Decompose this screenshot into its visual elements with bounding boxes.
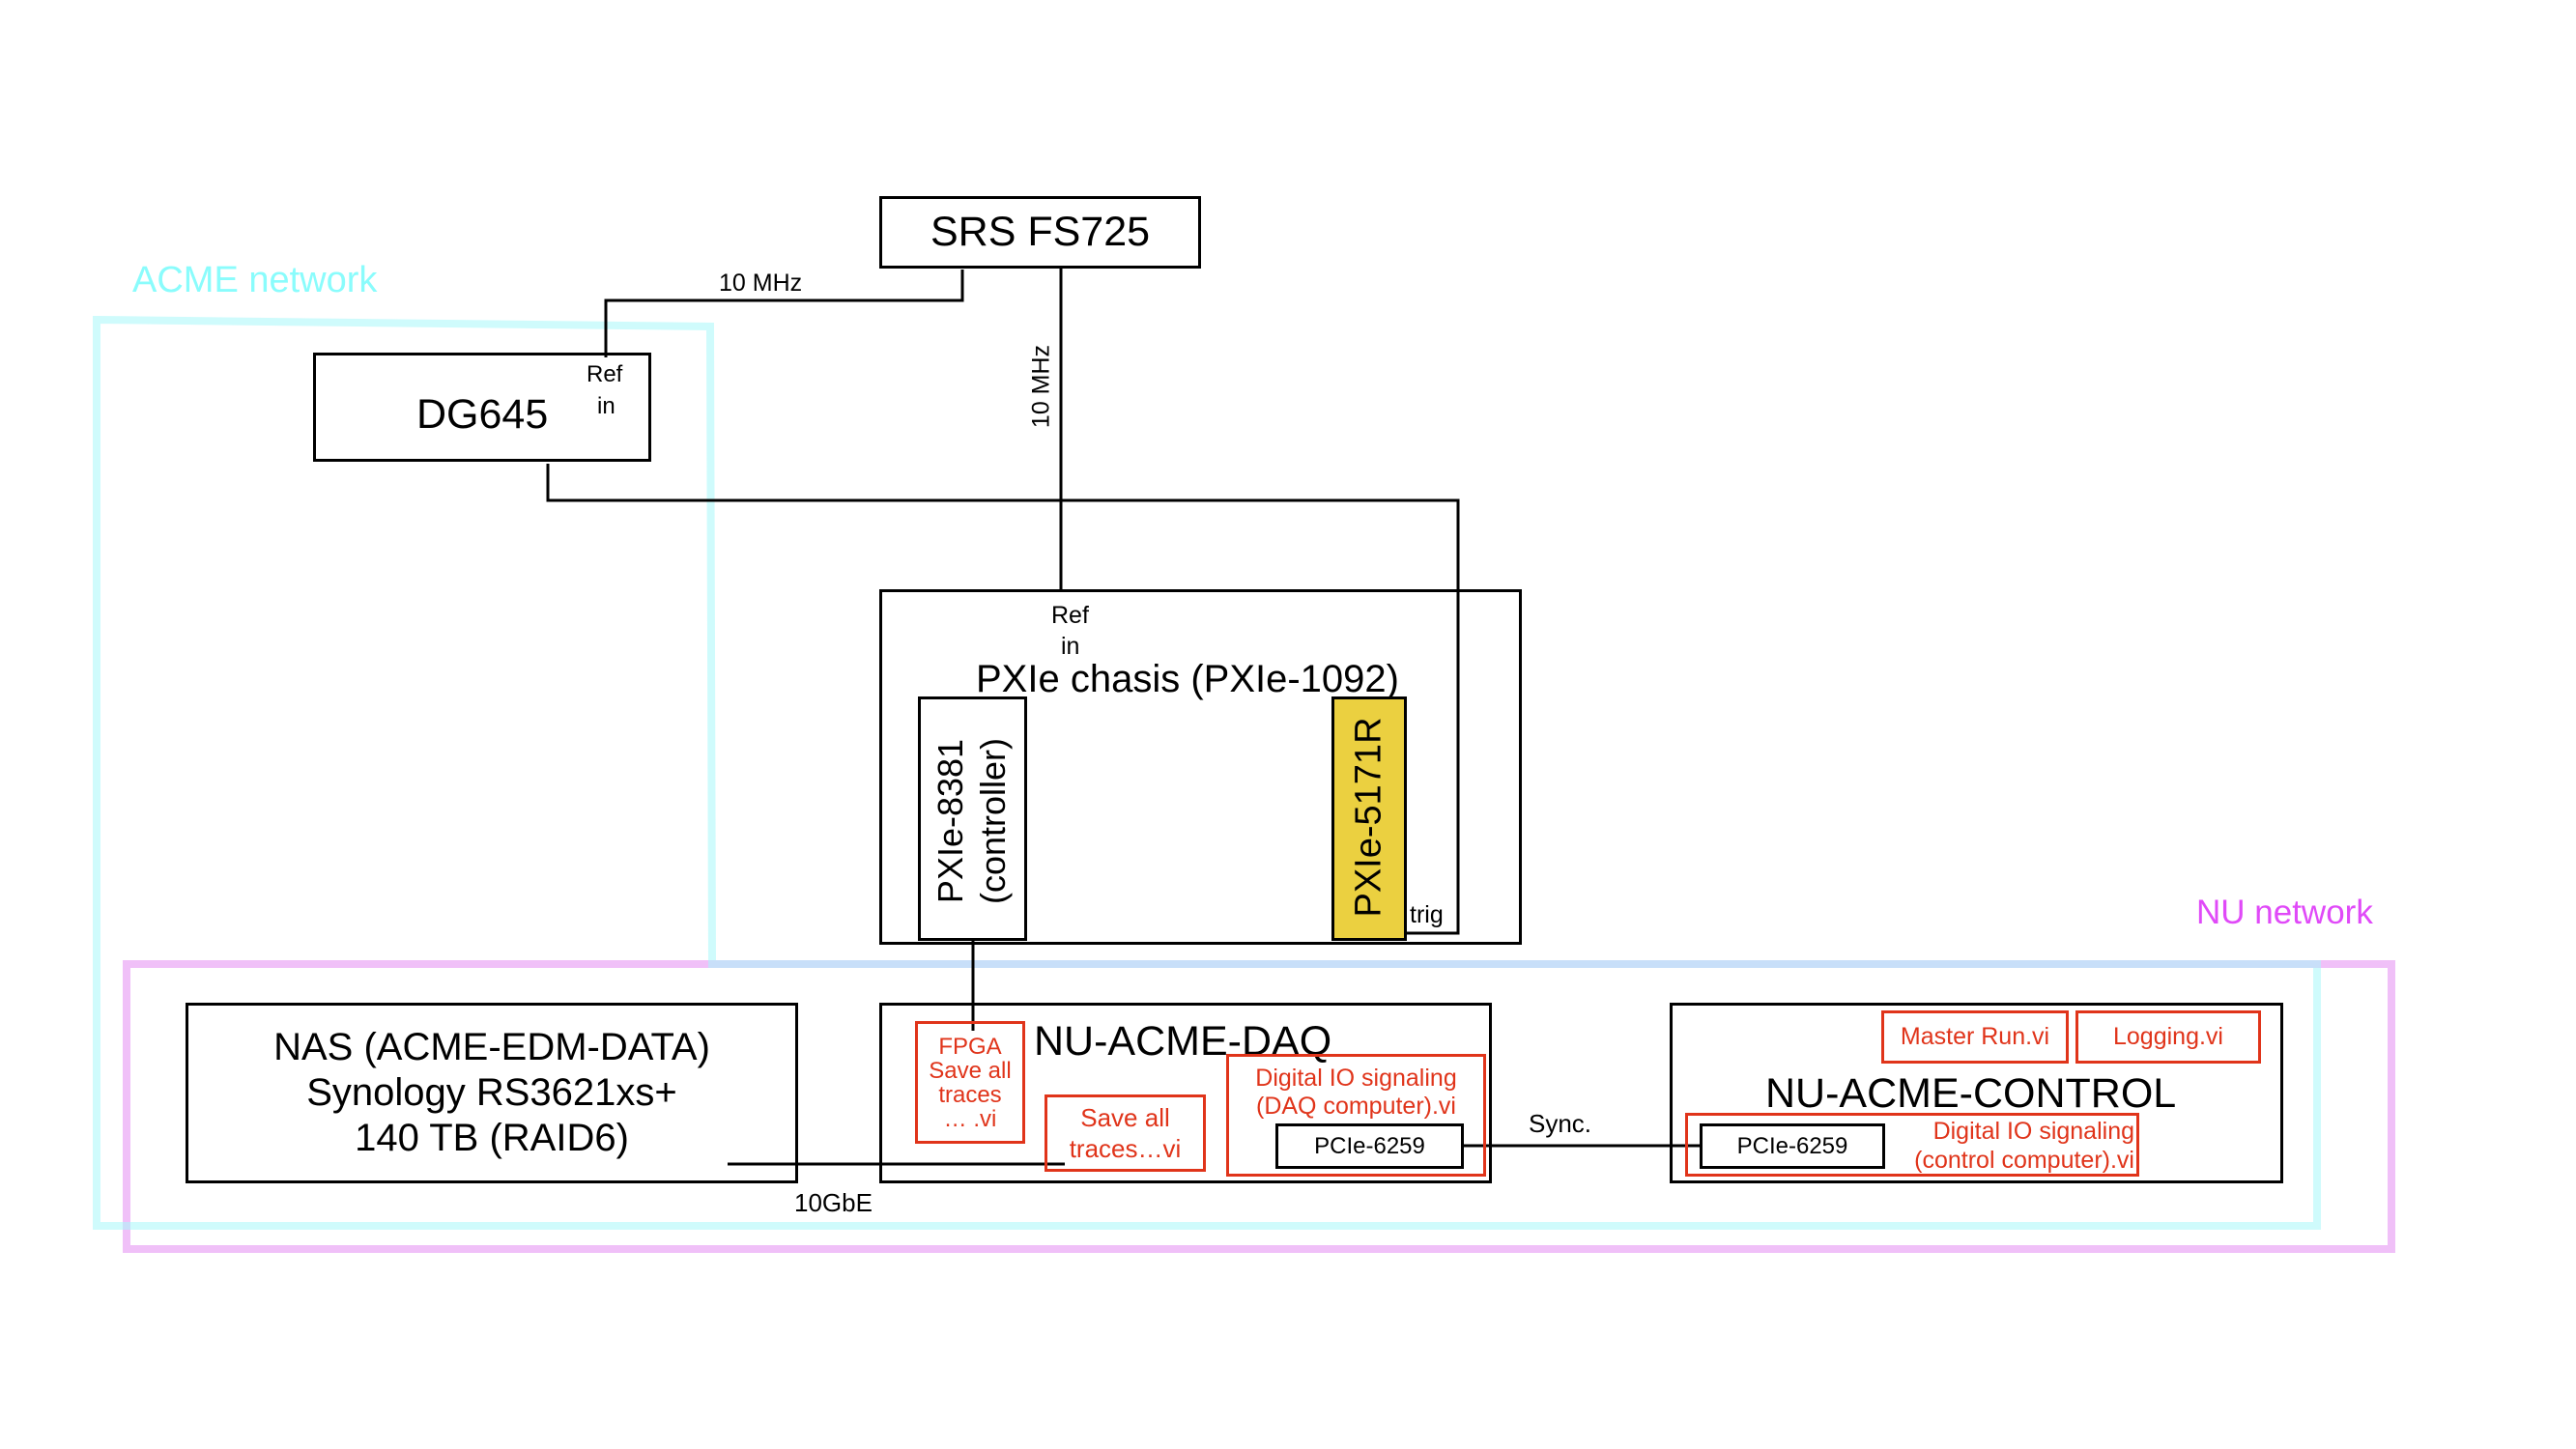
nas-line-3: 140 TB (RAID6) [355,1117,629,1159]
fpga-vi-line-4: … .vi [943,1105,997,1132]
chassis-name: PXIe chasis (PXIe-1092) [976,658,1399,700]
digitizer-label: PXIe-5171R [1348,717,1389,918]
clock-name: SRS FS725 [930,209,1151,255]
dg645-in-label: in [597,393,615,419]
delay-generator-dg645[interactable]: DG645 Ref in [313,353,651,462]
label-sync: Sync. [1529,1109,1592,1138]
acme-network-label: ACME network [132,260,378,300]
pxie-controller-module[interactable]: PXIe-8381 (controller) [918,696,1027,941]
control-pcie-6259-card[interactable]: PCIe-6259 [1700,1123,1885,1169]
control-name: NU-ACME-CONTROL [1765,1070,2177,1117]
pxie-chassis[interactable]: Ref in PXIe chasis (PXIe-1092) trig [879,589,1522,945]
acme-network-outline [93,315,2321,1230]
master-run-vi[interactable]: Master Run.vi [1881,1010,2069,1064]
daq-dio-line-2: (DAQ computer).vi [1256,1093,1456,1120]
pxie-digitizer-module[interactable]: PXIe-5171R [1331,696,1407,941]
save-vi-line-2: traces…vi [1069,1134,1182,1163]
wire-dg645-to-trig [546,464,1460,935]
fpga-save-traces-vi[interactable]: FPGA Save all traces … .vi [915,1021,1025,1144]
label-10gbe: 10GbE [794,1188,873,1217]
logging-label: Logging.vi [2113,1023,2223,1050]
fpga-vi-line-3: traces [938,1081,1002,1108]
daq-dio-line-1: Digital IO signaling [1255,1065,1457,1092]
wire-clock-to-dg645 [604,270,964,357]
control-dio-line-1: Digital IO signaling [1932,1118,2134,1145]
control-card-label: PCIe-6259 [1736,1132,1848,1159]
save-all-traces-vi[interactable]: Save all traces…vi [1045,1094,1206,1172]
control-computer[interactable]: NU-ACME-CONTROL [1670,1003,2283,1183]
nu-network-label: NU network [2196,894,2373,931]
label-10mhz-dg645: 10 MHz [719,270,803,297]
control-dio-line-2: (control computer).vi [1914,1147,2134,1174]
label-10mhz-chassis: 10 MHz [1027,344,1055,429]
chassis-ref-label: Ref [1051,602,1089,629]
logging-vi[interactable]: Logging.vi [2075,1010,2261,1064]
trig-label: trig [1410,901,1444,928]
clock-srs-fs725[interactable]: SRS FS725 [879,196,1201,269]
nas-line-1: NAS (ACME-EDM-DATA) [273,1026,710,1068]
save-vi-line-1: Save all [1080,1103,1170,1132]
daq-digital-io-vi[interactable]: Digital IO signaling (DAQ computer).vi [1226,1054,1486,1177]
master-run-label: Master Run.vi [1900,1023,2050,1050]
controller-model: PXIe-8381 [930,738,970,904]
nas-line-2: Synology RS3621xs+ [306,1071,677,1114]
dg645-ref-label: Ref [587,361,623,387]
controller-label: PXIe-8381 (controller) [930,738,1015,904]
fpga-vi-line-2: Save all [929,1057,1012,1084]
daq-pcie-6259-card[interactable]: PCIe-6259 [1275,1123,1464,1169]
nas-storage[interactable]: NAS (ACME-EDM-DATA) Synology RS3621xs+ 1… [186,1003,798,1183]
fpga-vi-line-1: FPGA [938,1033,1002,1060]
daq-card-label: PCIe-6259 [1314,1132,1425,1159]
dg645-name: DG645 [416,391,549,438]
chassis-in-label: in [1061,633,1080,660]
control-digital-io-vi[interactable]: Digital IO signaling (control computer).… [1685,1113,2139,1177]
controller-role: (controller) [973,737,1013,905]
